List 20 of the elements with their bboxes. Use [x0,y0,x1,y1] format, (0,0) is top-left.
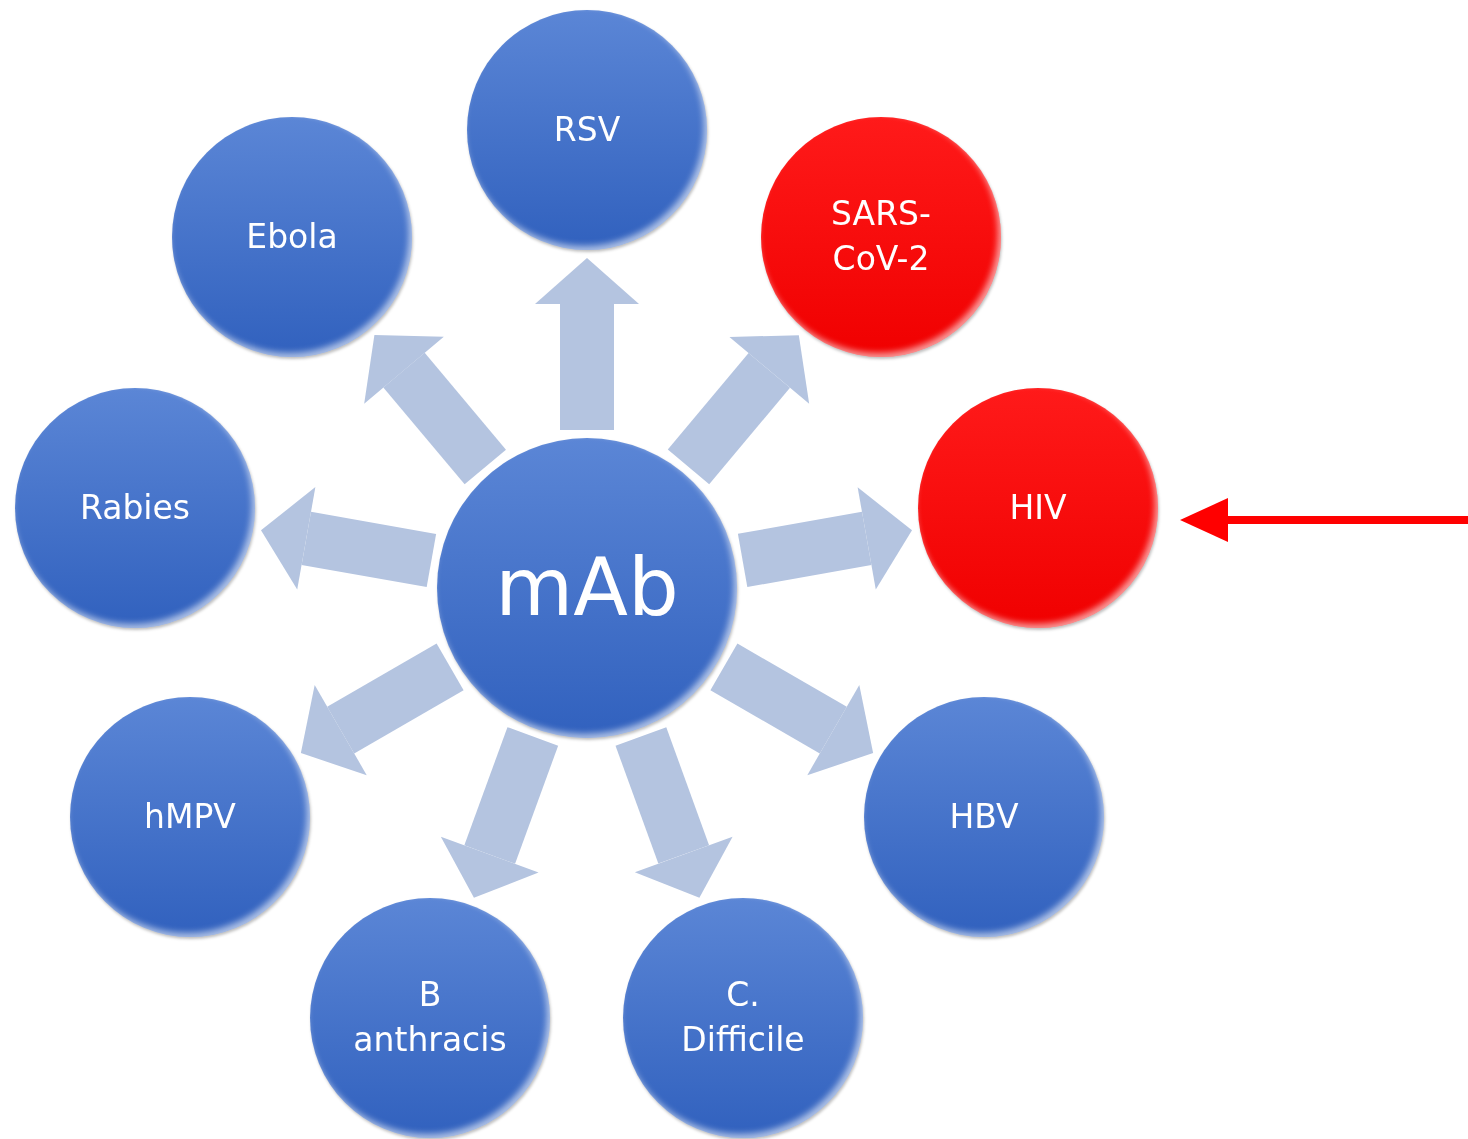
block-arrow [667,335,810,485]
block-arrow [364,335,506,485]
node-label: hMPV [143,795,237,838]
block-arrow [535,258,639,430]
node-label: SARS-CoV-2 [830,193,932,280]
block-arrow [710,643,874,776]
node-label: Ebola [245,215,339,258]
node-label: Rabies [78,486,191,529]
arrow [1180,498,1468,542]
node-label: HIV [1008,486,1068,529]
block-arrow [261,487,437,590]
block-arrow [300,643,464,776]
node-label: HBV [948,795,1020,838]
node-label: B anthracis [352,974,508,1061]
node-label: RSV [552,108,622,151]
block-arrow [737,487,912,590]
block-arrow [615,727,733,898]
node-label: mAb [494,540,680,636]
node-label: C. Difficile [680,974,806,1061]
block-arrow [440,727,559,898]
